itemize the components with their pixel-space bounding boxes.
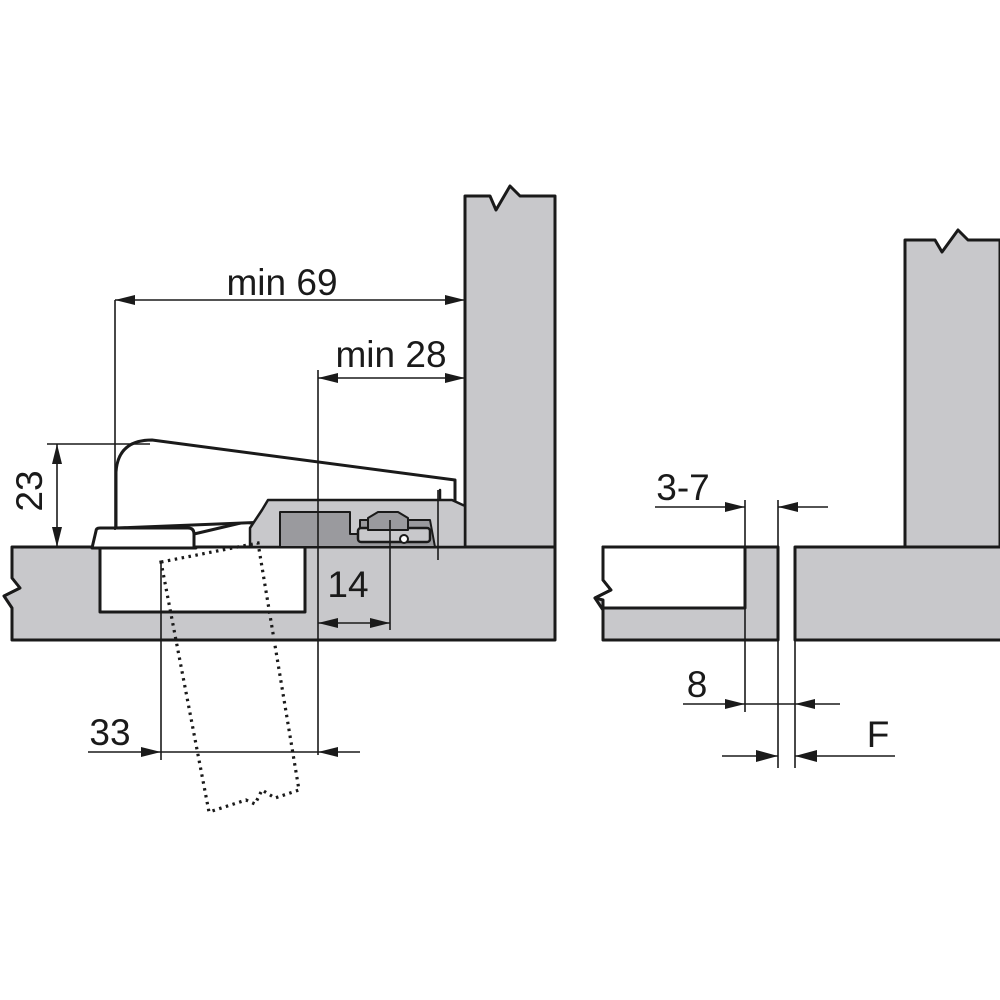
dim-14-label: 14 bbox=[327, 564, 368, 605]
dim-min-69-label: min 69 bbox=[226, 262, 337, 303]
dim-33-label: 33 bbox=[89, 712, 130, 753]
dimension-arrow-icon bbox=[725, 502, 745, 512]
adjustment-screw-icon bbox=[367, 511, 409, 531]
cabinet-side-panel bbox=[463, 184, 557, 549]
dimension-arrow-icon bbox=[756, 750, 778, 762]
dimension-arrow-icon bbox=[445, 373, 465, 383]
right-cabinet-side-panel bbox=[903, 228, 1000, 549]
left-view: min 69 min 28 23 14 bbox=[2, 184, 557, 815]
dim-f: F bbox=[722, 714, 895, 762]
dim-min-28: min 28 bbox=[317, 334, 465, 755]
dim-33: 33 bbox=[88, 562, 360, 760]
dimension-arrow-icon bbox=[318, 373, 338, 383]
dim-3-7: 3-7 bbox=[655, 467, 828, 512]
right-door-break-icon bbox=[593, 545, 613, 642]
dim-23: 23 bbox=[9, 443, 150, 547]
dimension-arrow-icon bbox=[115, 295, 135, 305]
dimension-arrow-icon bbox=[141, 747, 161, 757]
dim-3-7-label: 3-7 bbox=[656, 467, 709, 508]
dimension-arrow-icon bbox=[445, 295, 465, 305]
door-break-icon bbox=[2, 545, 22, 642]
dimension-arrow-icon bbox=[318, 747, 338, 757]
dimension-arrow-icon bbox=[370, 618, 390, 628]
open-door-outline bbox=[159, 541, 301, 815]
dim-8-label: 8 bbox=[687, 664, 708, 705]
dim-min-28-label: min 28 bbox=[335, 334, 446, 375]
dimension-arrow-icon bbox=[725, 699, 745, 709]
dimension-arrow-icon bbox=[795, 750, 817, 762]
dim-8: 8 bbox=[683, 664, 840, 709]
screw-hole-icon bbox=[399, 534, 409, 544]
right-door-recess bbox=[593, 545, 747, 610]
hinge-cup-recess bbox=[98, 545, 307, 614]
hinge-cup-rim bbox=[90, 526, 198, 550]
right-cabinet-bottom-panel bbox=[793, 545, 1000, 642]
dim-14: 14 bbox=[318, 490, 439, 630]
dim-f-label: F bbox=[867, 714, 890, 755]
dimension-arrow-icon bbox=[52, 527, 62, 547]
dimension-arrow-icon bbox=[318, 618, 338, 628]
dim-23-label: 23 bbox=[9, 470, 50, 511]
right-view: 3-7 8 F bbox=[593, 228, 1000, 768]
dimension-arrow-icon bbox=[52, 444, 62, 464]
dimension-arrow-icon bbox=[795, 699, 815, 709]
dimension-arrow-icon bbox=[778, 502, 798, 512]
dim-min-69: min 69 bbox=[114, 262, 465, 530]
